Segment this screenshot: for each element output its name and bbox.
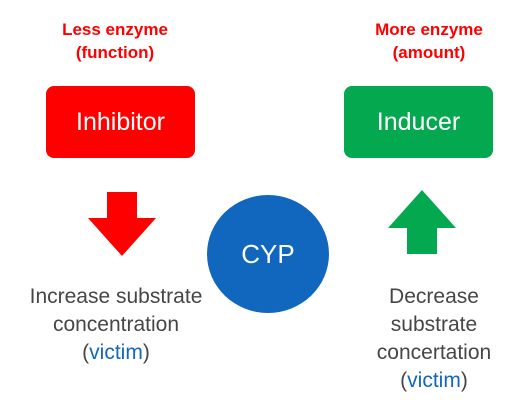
arrow-up-icon [388,190,456,254]
inhibitor-effect: Increase substrate concentration (victim… [0,283,232,367]
inducer-effect-line1: Decrease [389,285,479,308]
inhibitor-caption-line1: Less enzyme [62,20,168,39]
paren-open: ( [82,341,90,364]
cyp-circle: CYP [207,195,329,313]
inducer-effect-line3: concertation [376,341,492,364]
victim-label: victim [89,341,143,364]
inducer-effect-line4: (victim) [340,367,528,395]
arrow-down-icon [88,192,156,256]
inducer-effect-line2: substrate [390,313,478,336]
inducer-effect: Decrease substrate concertation (victim) [340,283,528,395]
inhibitor-box-label: Inhibitor [76,107,165,136]
inducer-caption-line2: (amount) [392,43,466,62]
paren-close: ) [142,341,150,364]
inducer-caption-line1: More enzyme [375,20,483,39]
inhibitor-caption-line2: (function) [75,43,155,62]
paren-open: ( [400,369,408,392]
inhibitor-box: Inhibitor [46,86,195,158]
inducer-caption: More enzyme (amount) [344,18,514,64]
inducer-box: Inducer [344,86,493,158]
paren-close: ) [460,369,468,392]
cyp-label: CYP [241,238,295,269]
victim-label: victim [407,369,461,392]
inhibitor-effect-line1: Increase substrate [29,285,203,308]
inducer-box-label: Inducer [376,107,461,136]
inhibitor-effect-line2: concentration [52,313,180,336]
inhibitor-caption: Less enzyme (function) [30,18,200,64]
inhibitor-effect-line3: (victim) [0,339,232,367]
